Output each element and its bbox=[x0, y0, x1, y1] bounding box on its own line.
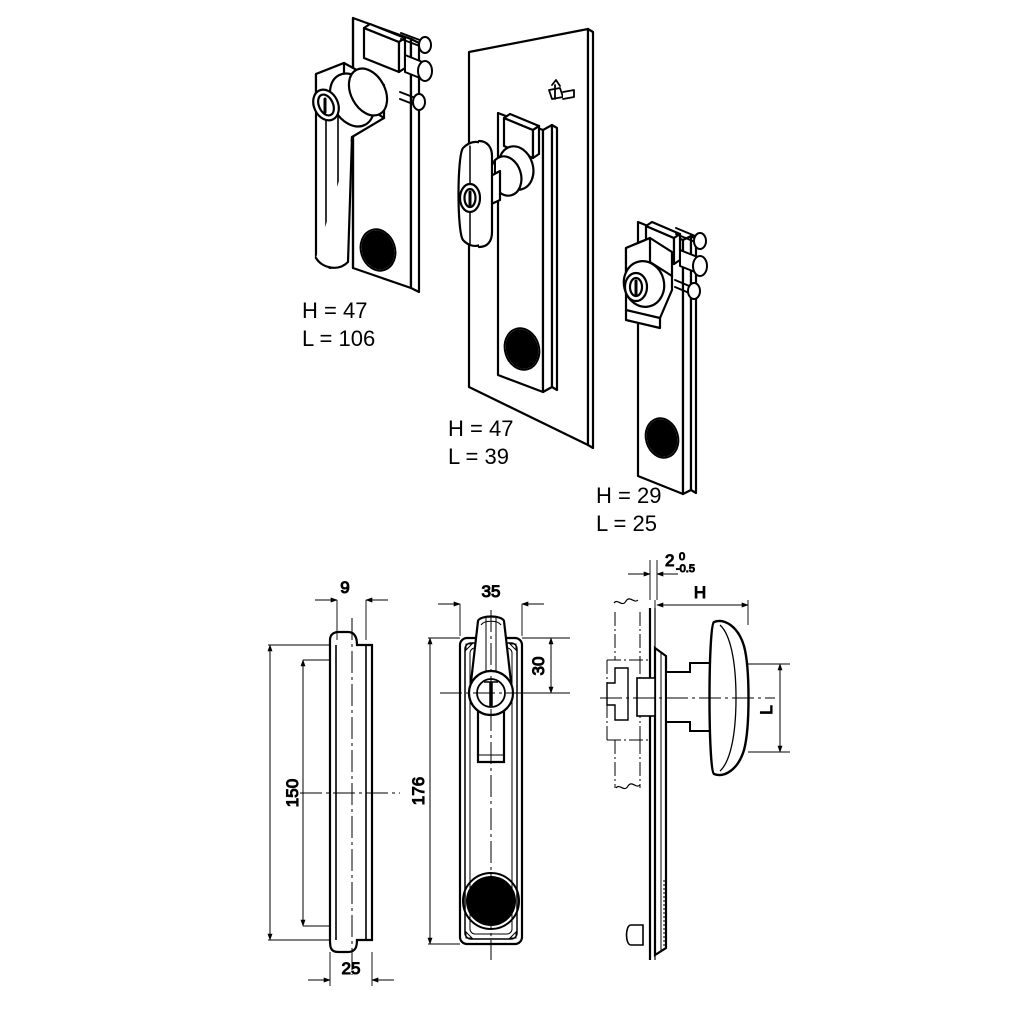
mounting-hole bbox=[505, 329, 539, 369]
dim-handle-depth: H bbox=[694, 583, 706, 602]
variant-2-h-label: H = 47 bbox=[448, 416, 513, 441]
variant-3-l-label: L = 25 bbox=[596, 511, 657, 536]
dim-side-inner-height: 150 bbox=[283, 779, 302, 807]
dim-side-bottom-width: 25 bbox=[342, 959, 361, 978]
mounting-hole bbox=[646, 419, 678, 457]
dim-side-width: 9 bbox=[340, 578, 349, 597]
ortho-view-side: 9 150 25 bbox=[267, 577, 400, 986]
dim-panel-tol-lower: -0.5 bbox=[676, 563, 695, 575]
variant-3-h-label: H = 29 bbox=[596, 483, 661, 508]
mounting-hole bbox=[361, 230, 395, 270]
iso-view-t-handle bbox=[457, 27, 595, 450]
variant-1-h-label: H = 47 bbox=[302, 298, 367, 323]
ortho-view-front: 35 176 30 bbox=[408, 581, 570, 960]
latch-cam bbox=[606, 667, 629, 721]
dim-front-width: 35 bbox=[482, 582, 501, 601]
dim-keyhole-offset: 30 bbox=[529, 657, 548, 676]
dim-panel-tol-upper: 0 bbox=[679, 551, 685, 563]
handle-shaft bbox=[665, 662, 713, 732]
variant-1-l-label: L = 106 bbox=[302, 326, 375, 351]
dim-front-height: 176 bbox=[409, 777, 428, 805]
ortho-view-section: 2 0 -0.5 H L bbox=[600, 550, 790, 960]
dim-panel-thickness: 2 bbox=[665, 551, 674, 570]
bottom-rivet bbox=[625, 924, 644, 946]
break-line-top bbox=[613, 598, 639, 605]
break-line-bottom bbox=[615, 783, 641, 790]
iso-view-l-handle bbox=[312, 16, 433, 294]
dim-handle-length: L bbox=[757, 705, 776, 714]
iso-view-wing-knob bbox=[622, 220, 708, 496]
variant-2-l-label: L = 39 bbox=[448, 444, 509, 469]
section-knob bbox=[708, 619, 750, 777]
